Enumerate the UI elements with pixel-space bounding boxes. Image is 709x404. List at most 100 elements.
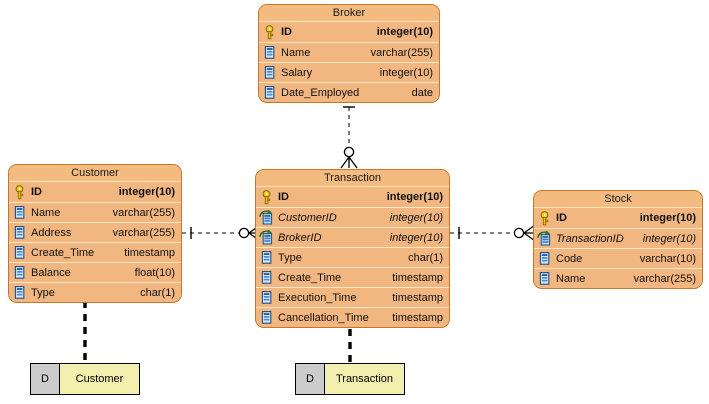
entity-title-customer: Customer (9, 165, 181, 182)
primary-key-icon (262, 24, 277, 40)
column-name: Code (556, 252, 583, 265)
datastore-store-transaction[interactable]: D Transaction (295, 363, 405, 395)
column-row[interactable]: Cancellation_Time timestamp (256, 307, 449, 327)
datastore-id: D (31, 364, 60, 394)
relationship-customer-transaction[interactable] (182, 224, 261, 242)
column-name: Type (278, 251, 302, 264)
column-type: integer(10) (389, 211, 443, 224)
column-type: varchar(255) (112, 206, 175, 219)
column-type: integer(10) (639, 212, 696, 224)
relationship-transaction-stock[interactable] (450, 224, 536, 242)
column-name: Salary (281, 66, 313, 79)
column-name: ID (281, 26, 292, 38)
column-type: varchar(255) (370, 46, 433, 59)
column-type: timestamp (392, 291, 443, 304)
column-name: Name (281, 46, 311, 59)
foreign-key-icon (537, 231, 552, 246)
column-icon (262, 85, 277, 100)
column-type: varchar(10) (639, 252, 696, 265)
datastore-label: Customer (75, 373, 124, 385)
column-name: ID (278, 191, 289, 203)
column-type: char(1) (140, 286, 175, 299)
column-name: Name (556, 272, 586, 285)
column-row[interactable]: ID integer(10) (259, 22, 439, 42)
column-name: Create_Time (31, 246, 95, 259)
column-row[interactable]: Code varchar(10) (534, 248, 702, 268)
column-icon (12, 285, 27, 300)
column-type: integer(10) (642, 232, 696, 245)
column-row[interactable]: Salary integer(10) (259, 62, 439, 82)
entity-columns-stock: ID integer(10) TransactionID integer(10) Cod… (534, 208, 702, 288)
column-row[interactable]: Name varchar(255) (259, 42, 439, 62)
datastore-id: D (296, 364, 325, 394)
column-icon (259, 310, 274, 325)
entity-title-transaction: Transaction (256, 170, 449, 187)
column-type: timestamp (392, 311, 443, 324)
primary-key-icon (259, 189, 274, 205)
column-icon (12, 225, 27, 240)
column-row[interactable]: Name varchar(255) (534, 268, 702, 288)
column-name: ID (31, 186, 42, 198)
foreign-key-icon (259, 230, 274, 245)
column-type: integer(10) (376, 26, 433, 38)
column-row[interactable]: ID integer(10) (256, 187, 449, 207)
column-row[interactable]: Create_Time timestamp (256, 267, 449, 287)
datastore-label: Transaction (335, 373, 394, 385)
column-name: Execution_Time (278, 291, 357, 304)
column-type: float(10) (134, 266, 175, 279)
primary-key-icon (537, 210, 552, 226)
column-row[interactable]: CustomerID integer(10) (256, 207, 449, 227)
column-icon (259, 290, 274, 305)
column-row[interactable]: BrokerID integer(10) (256, 227, 449, 247)
column-name: TransactionID (556, 232, 624, 245)
entity-title-broker: Broker (259, 5, 439, 22)
column-type: char(1) (408, 251, 443, 264)
relationship-broker-transaction[interactable] (340, 99, 358, 169)
column-row[interactable]: Type char(1) (9, 282, 181, 302)
column-row[interactable]: TransactionID integer(10) (534, 228, 702, 248)
column-type: integer(10) (379, 66, 433, 79)
column-row[interactable]: Balance float(10) (9, 262, 181, 282)
column-name: CustomerID (278, 211, 337, 224)
column-type: integer(10) (386, 191, 443, 203)
entity-title-stock: Stock (534, 191, 702, 208)
datastore-store-customer[interactable]: D Customer (30, 363, 140, 395)
column-row[interactable]: Type char(1) (256, 247, 449, 267)
column-icon (259, 270, 274, 285)
column-row[interactable]: Execution_Time timestamp (256, 287, 449, 307)
column-icon (262, 65, 277, 80)
column-type: varchar(255) (633, 272, 696, 285)
column-type: timestamp (392, 271, 443, 284)
column-icon (537, 251, 552, 266)
primary-key-icon (12, 184, 27, 200)
column-icon (262, 45, 277, 60)
column-row[interactable]: ID integer(10) (534, 208, 702, 228)
column-name: ID (556, 212, 567, 224)
column-name: Balance (31, 266, 71, 279)
column-name: Cancellation_Time (278, 311, 369, 324)
column-name: Type (31, 286, 55, 299)
column-icon (537, 271, 552, 286)
column-row[interactable]: ID integer(10) (9, 182, 181, 202)
column-icon (12, 205, 27, 220)
column-name: Create_Time (278, 271, 342, 284)
column-type: integer(10) (118, 186, 175, 198)
column-name: BrokerID (278, 231, 322, 244)
column-type: integer(10) (389, 231, 443, 244)
foreign-key-icon (259, 210, 274, 225)
column-type: date (411, 86, 433, 99)
column-type: varchar(255) (112, 226, 175, 239)
column-icon (12, 245, 27, 260)
column-icon (12, 265, 27, 280)
